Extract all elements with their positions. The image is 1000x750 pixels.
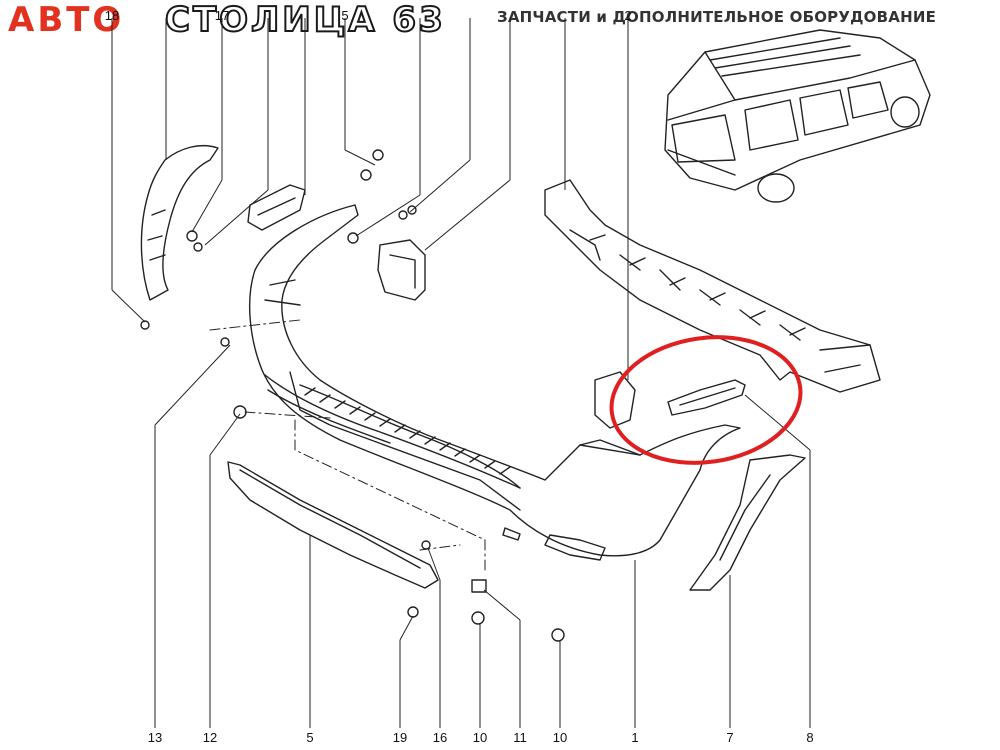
lower-skid-plate: [227, 461, 439, 589]
fastener-screws: [140, 149, 565, 642]
bumper-mount-bracket-center: [377, 239, 426, 301]
bumper-reinforcement-beam: [544, 179, 881, 393]
callout-number: 11: [513, 730, 527, 745]
brand-logo-stolica: СТОЛИЦА 63: [164, 0, 446, 41]
rear-bumper-cover: [248, 204, 741, 561]
header-tagline: ЗАПЧАСТИ и ДОПОЛНИТЕЛЬНОЕ ОБОРУДОВАНИЕ: [497, 8, 937, 26]
callout-number: 2: [624, 8, 631, 23]
bumper-side-trim-left: [140, 144, 219, 301]
highlight-ellipse: [609, 335, 803, 465]
callout-number: 10: [473, 730, 487, 745]
callout-number: 17: [215, 8, 229, 23]
callouts-bottom: 13 12 5 19 16 10 11 10 1 7 8: [148, 730, 814, 745]
callout-number: 19: [393, 730, 407, 745]
callout-number: 8: [806, 730, 813, 745]
car-reference-illustration: [664, 29, 931, 203]
callout-number: 13: [148, 730, 162, 745]
highlighted-bumper-guide: [667, 379, 746, 416]
bumper-mount-bracket-right: [594, 371, 636, 429]
callout-number: 1: [631, 730, 638, 745]
callout-number: 12: [203, 730, 217, 745]
bumper-mount-bracket-left: [247, 184, 306, 231]
assembly-lines: [209, 319, 486, 571]
callout-number: 10: [553, 730, 567, 745]
bumper-side-trim-right: [689, 454, 806, 591]
callout-leader-lines: [111, 18, 811, 728]
callout-number: 16: [433, 730, 447, 745]
callout-number: 5: [306, 730, 313, 745]
callout-number: 18: [105, 8, 119, 23]
brand-logo-avto: АВТО: [8, 0, 125, 40]
callout-number: 5: [341, 8, 348, 23]
callout-number: 7: [726, 730, 733, 745]
callouts-top: 18 17 5 2: [105, 8, 632, 23]
